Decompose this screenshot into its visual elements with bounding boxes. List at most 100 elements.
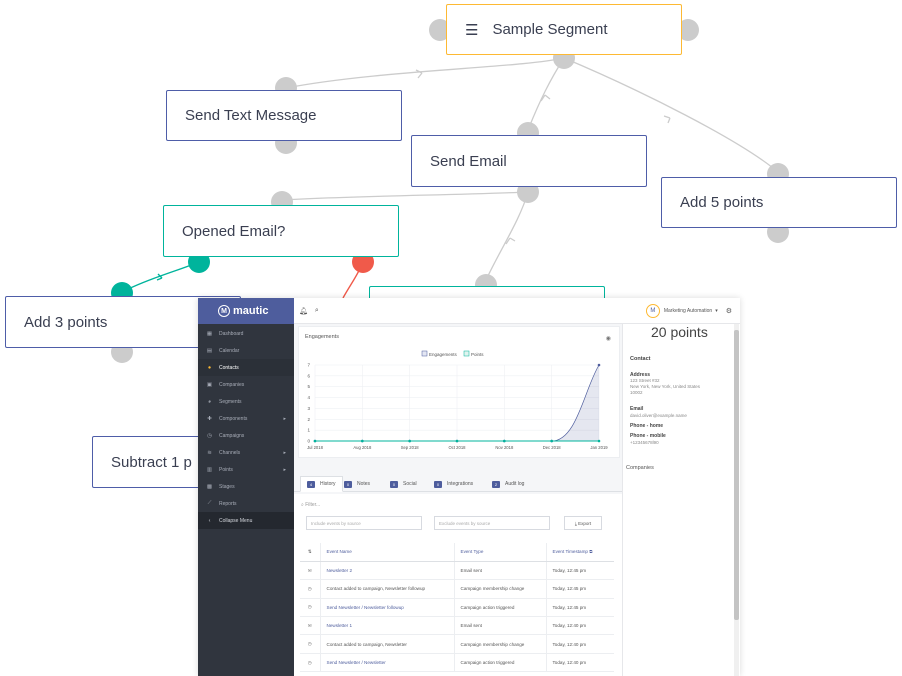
- sidebar-item-stages[interactable]: ▩Stages: [198, 478, 294, 495]
- mautic-logo-icon: M: [218, 305, 230, 317]
- scrollbar-thumb[interactable]: [734, 330, 739, 620]
- clock-icon: ◷: [207, 432, 212, 439]
- phone-mobile-value: +12345678l90: [630, 440, 659, 445]
- eye-icon[interactable]: ◉: [605, 336, 611, 342]
- export-label: Export: [578, 520, 592, 526]
- pie-icon: ◕: [207, 398, 212, 405]
- event-name[interactable]: Newsletter 1: [320, 616, 455, 636]
- sidebar-item-dashboard[interactable]: ▦Dashboard: [198, 325, 294, 342]
- user-icon: ●: [207, 364, 212, 371]
- companies-section-title: Companies: [626, 465, 654, 471]
- y-tick-label: 2: [307, 417, 310, 422]
- address-line: New York, New York, United States: [630, 384, 701, 389]
- sidebar-item-label: Contacts: [219, 364, 239, 371]
- sidebar-item-label: Segments: [219, 398, 242, 405]
- opened-email-condition-node[interactable]: Opened Email?: [163, 205, 399, 257]
- segment-source-node[interactable]: ☰ Sample Segment: [446, 4, 682, 55]
- event-timestamp: Today, 12:45 pm: [546, 561, 614, 581]
- address-value: 123 Street #32 New York, New York, Unite…: [630, 378, 700, 396]
- node-label: Send Email: [430, 152, 507, 170]
- sidebar-item-label: Campaigns: [219, 432, 245, 439]
- sidebar-item-components[interactable]: ✚Components▸: [198, 410, 294, 427]
- export-button[interactable]: ⤓ Export: [564, 516, 602, 530]
- event-name[interactable]: Send Newsletter / Newsletter: [320, 653, 455, 673]
- event-type: Email sent: [454, 616, 547, 636]
- avatar: M: [645, 303, 660, 318]
- sidebar-item-label: Components: [219, 415, 248, 422]
- col-event-type[interactable]: Event Type: [454, 543, 547, 562]
- building-icon: ▣: [206, 381, 213, 388]
- sidebar-item-label: Companies: [219, 381, 245, 388]
- event-type: Campaign membership change: [454, 634, 547, 654]
- chevron-left-icon: ‹: [208, 517, 211, 524]
- chevron-right-icon: ▸: [283, 415, 286, 422]
- add-5-points-node[interactable]: Add 5 points: [661, 177, 897, 228]
- tab-count-badge: 0: [434, 480, 442, 488]
- clock-icon: ◷: [300, 579, 321, 599]
- event-type: Email sent: [454, 561, 547, 581]
- event-timestamp: Today, 12:40 pm: [546, 634, 614, 654]
- filter-input[interactable]: ⌕ Filter...: [301, 502, 320, 508]
- sidebar-item-reports[interactable]: ⟋Reports: [198, 495, 294, 512]
- send-text-message-node[interactable]: Send Text Message: [166, 90, 402, 141]
- sidebar-item-campaigns[interactable]: ◷ Campaigns: [198, 427, 294, 444]
- chart-icon: ⟋: [207, 500, 212, 506]
- sidebar-item-label: Stages: [219, 483, 235, 490]
- x-tick-label: Jan 2019: [590, 445, 608, 450]
- node-label: Opened Email?: [182, 222, 286, 240]
- event-timestamp: Today, 12:40 pm: [546, 616, 614, 636]
- data-point: [597, 439, 601, 443]
- email-label: Email: [630, 406, 644, 412]
- exclude-source-select[interactable]: Exclude events by source: [434, 516, 550, 530]
- data-point: [361, 439, 364, 443]
- col-event-name[interactable]: Event Name: [320, 543, 455, 562]
- address-label: Address: [630, 372, 651, 378]
- calendar-icon: ▤: [206, 347, 213, 354]
- email-value: david.oliver@example.name: [630, 413, 687, 418]
- chevron-right-icon: ▸: [283, 466, 286, 473]
- user-menu-label: Marketing Automation: [663, 307, 713, 314]
- sort-icon[interactable]: ⇅: [300, 543, 321, 562]
- col-event-timestamp[interactable]: Event Timestamp ⧉: [546, 543, 614, 562]
- download-icon: ⤓: [574, 520, 579, 526]
- sidebar-item-companies[interactable]: ▣ Companies: [198, 376, 294, 393]
- x-tick-label: Oct 2018: [449, 445, 467, 450]
- sidebar-item-channels[interactable]: ≋Channels▸: [198, 444, 294, 461]
- brand-logo[interactable]: M mautic: [198, 298, 294, 324]
- points-total: 20 points: [651, 324, 708, 340]
- contact-details-panel: 20 points Contact Address 123 Street #32…: [622, 324, 740, 676]
- event-name[interactable]: Newsletter 2: [320, 561, 455, 581]
- event-name[interactable]: Send Newsletter / Newsletter followup: [320, 598, 455, 618]
- collapse-menu-button[interactable]: ‹ Collapse Menu: [198, 512, 294, 529]
- x-tick-label: Aug 2018: [353, 445, 372, 450]
- scrollbar[interactable]: [734, 324, 739, 676]
- sidebar-item-contacts[interactable]: ● Contacts: [198, 359, 294, 376]
- search-icon[interactable]: ⌕: [314, 306, 319, 314]
- data-point: [313, 439, 317, 443]
- include-source-select[interactable]: Include events by source: [306, 516, 422, 530]
- top-bar: 🔔︎ ⌕ M Marketing Automation ▾ ⚙: [294, 298, 740, 324]
- caret-down-icon: ▾: [715, 307, 718, 314]
- sidebar-item-label: Dashboard: [219, 330, 244, 337]
- history-panel: ⌕ Filter... Include events by source Exc…: [294, 494, 622, 676]
- node-label: Add 5 points: [680, 194, 764, 211]
- gear-icon[interactable]: ⚙: [725, 307, 732, 315]
- legend-entry: Points: [471, 352, 484, 357]
- bell-icon[interactable]: 🔔︎: [299, 307, 308, 315]
- sidebar-item-points[interactable]: ▥Points▸: [198, 461, 294, 478]
- contact-section-title: Contact: [630, 356, 651, 362]
- sidebar-item-segments[interactable]: ◕ Segments: [198, 393, 294, 410]
- events-table: ⇅ Event Name Event Type Event Timestamp …: [300, 543, 614, 673]
- user-menu[interactable]: M Marketing Automation ▾ ⚙: [645, 303, 732, 318]
- send-email-node[interactable]: Send Email: [411, 135, 647, 187]
- sidebar-item-calendar[interactable]: ▤Calendar: [198, 342, 294, 359]
